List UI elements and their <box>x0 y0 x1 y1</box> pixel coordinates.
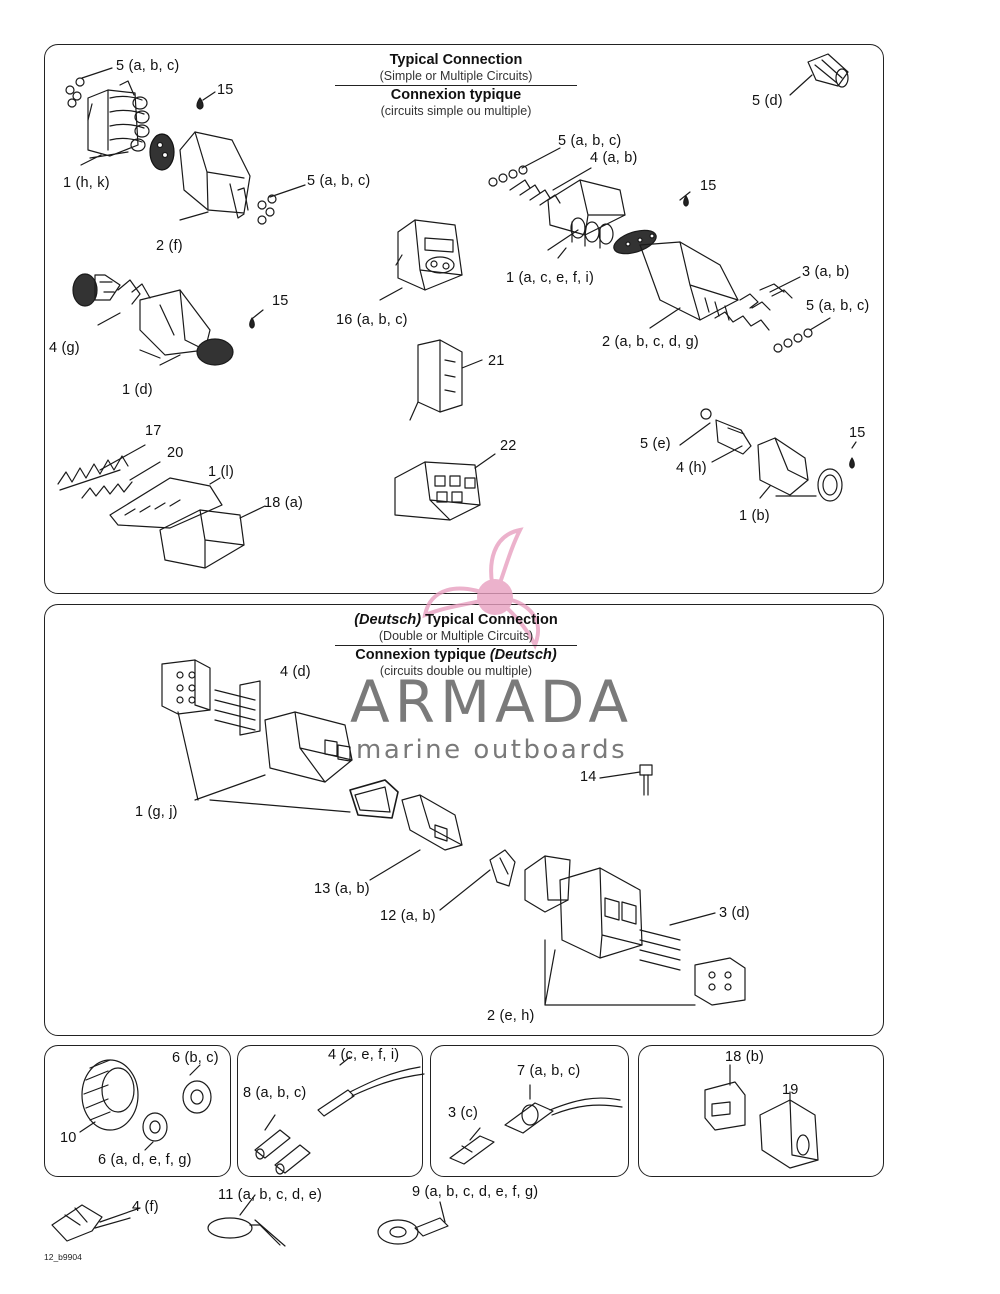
label-7abc: 7 (a, b, c) <box>517 1063 581 1079</box>
part-14 <box>599 764 653 796</box>
panel-sleeve-and-terminal <box>430 1045 629 1177</box>
watermark-brand: ARMADA <box>350 668 634 736</box>
label-1l: 1 (l) <box>208 464 234 480</box>
label-10: 10 <box>60 1130 77 1146</box>
label-1gj: 1 (g, j) <box>135 804 178 820</box>
label-1d: 1 (d) <box>122 382 153 398</box>
title-deutsch-typical-connection: (Deutsch) Typical Connection <box>335 612 577 629</box>
assembly-4g-1d <box>72 273 264 366</box>
label-5abc-right-top: 5 (a, b, c) <box>558 133 622 149</box>
label-17: 17 <box>145 423 162 439</box>
subtitle-deutsch-connection: (Double or Multiple Circuits) <box>378 629 534 643</box>
label-21: 21 <box>488 353 505 369</box>
part-16abc <box>379 219 463 301</box>
part-5d <box>789 53 849 96</box>
label-15-left-mid: 15 <box>272 293 289 309</box>
label-3ab: 3 (a, b) <box>802 264 850 280</box>
figure-code: 12_b9904 <box>44 1252 82 1262</box>
label-11: 11 (a, b, c, d, e) <box>218 1187 323 1203</box>
panel-splice-and-terminal <box>237 1045 423 1177</box>
label-15-top-left: 15 <box>217 82 234 98</box>
label-19: 19 <box>782 1082 799 1098</box>
panel-typical-connection <box>44 44 884 594</box>
label-13ab: 13 (a, b) <box>314 881 370 897</box>
label-22: 22 <box>500 438 517 454</box>
label-4ab: 4 (a, b) <box>590 150 638 166</box>
label-2eh: 2 (e, h) <box>487 1008 535 1024</box>
assembly-17-20-1l-18a <box>57 444 266 569</box>
label-3d: 3 (d) <box>719 905 750 921</box>
label-6adefg: 6 (a, d, e, f, g) <box>98 1152 192 1168</box>
label-3c: 3 (c) <box>448 1105 478 1121</box>
label-2abcdg: 2 (a, b, c, d, g) <box>602 334 699 350</box>
label-4d: 4 (d) <box>280 664 311 680</box>
panel-clip-and-cap <box>638 1045 884 1177</box>
assembly-1hk-2f <box>65 67 306 225</box>
part-21 <box>409 339 483 421</box>
label-15-right-top: 15 <box>700 178 717 194</box>
title-typical-connection: Typical Connection <box>389 52 523 68</box>
parts-10-6 <box>79 1059 212 1151</box>
label-5d: 5 (d) <box>752 93 783 109</box>
parts-8-4cefi <box>254 1056 425 1175</box>
label-20: 20 <box>167 445 184 461</box>
assembly-5e-4h-1b <box>679 408 857 502</box>
title-deutsch-rest: Typical Connection <box>421 612 558 628</box>
label-18b: 18 (b) <box>725 1049 765 1065</box>
label-5abc-right-mid: 5 (a, b, c) <box>806 298 870 314</box>
header-typical-connection: Typical Connection (Simple or Multiple C… <box>335 52 577 118</box>
label-5abc-top-left: 5 (a, b, c) <box>116 58 180 74</box>
assembly-1acefi-2abcdg <box>488 147 831 353</box>
label-1b: 1 (b) <box>739 508 770 524</box>
label-5abc-left-mid: 5 (a, b, c) <box>307 173 371 189</box>
label-8abc: 8 (a, b, c) <box>243 1085 307 1101</box>
label-15-right-bottom: 15 <box>849 425 866 441</box>
title-deutsch-em: (Deutsch) <box>354 612 422 628</box>
subtitle-deutsch-connexion-typique: (circuits double ou multiple) <box>379 664 533 678</box>
subtitle-typical-connection: (Simple or Multiple Circuits) <box>379 69 533 83</box>
title-connexion-typique: Connexion typique <box>390 87 522 103</box>
label-6bc: 6 (b, c) <box>172 1050 219 1066</box>
part-22 <box>394 453 496 521</box>
label-12ab: 12 (a, b) <box>380 908 436 924</box>
watermark-logo-icon <box>422 527 541 650</box>
header-divider <box>335 85 577 86</box>
part-13ab <box>369 794 463 881</box>
label-16abc: 16 (a, b, c) <box>336 312 408 328</box>
title-deutsch-connexion-typique: Connexion typique (Deutsch) <box>335 647 577 664</box>
label-4f: 4 (f) <box>132 1199 159 1215</box>
panel-boot-and-nut <box>44 1045 231 1177</box>
parts-3c-7 <box>449 1084 623 1165</box>
label-4g: 4 (g) <box>49 340 80 356</box>
label-2f: 2 (f) <box>156 238 183 254</box>
label-5e: 5 (e) <box>640 436 671 452</box>
assembly-1gj <box>161 659 399 819</box>
label-18a: 18 (a) <box>264 495 304 511</box>
label-4h: 4 (h) <box>676 460 707 476</box>
title-deutsch-fr-em: (Deutsch) <box>489 647 557 663</box>
label-14: 14 <box>580 769 597 785</box>
header-divider <box>335 645 577 646</box>
parts-4f-11-9 <box>51 1194 449 1247</box>
subtitle-connexion-typique: (circuits simple ou multiple) <box>380 104 532 118</box>
title-deutsch-fr-rest: Connexion typique <box>355 647 490 663</box>
watermark-tagline: marine outboards <box>356 735 628 765</box>
label-1acefi: 1 (a, c, e, f, i) <box>506 270 595 286</box>
label-1hk: 1 (h, k) <box>63 175 110 191</box>
header-deutsch-connection: (Deutsch) Typical Connection (Double or … <box>335 612 577 678</box>
label-9: 9 (a, b, c, d, e, f, g) <box>412 1184 539 1200</box>
label-4cefi: 4 (c, e, f, i) <box>328 1047 400 1063</box>
parts-18b-19 <box>704 1064 819 1169</box>
assembly-2eh <box>439 849 746 1006</box>
